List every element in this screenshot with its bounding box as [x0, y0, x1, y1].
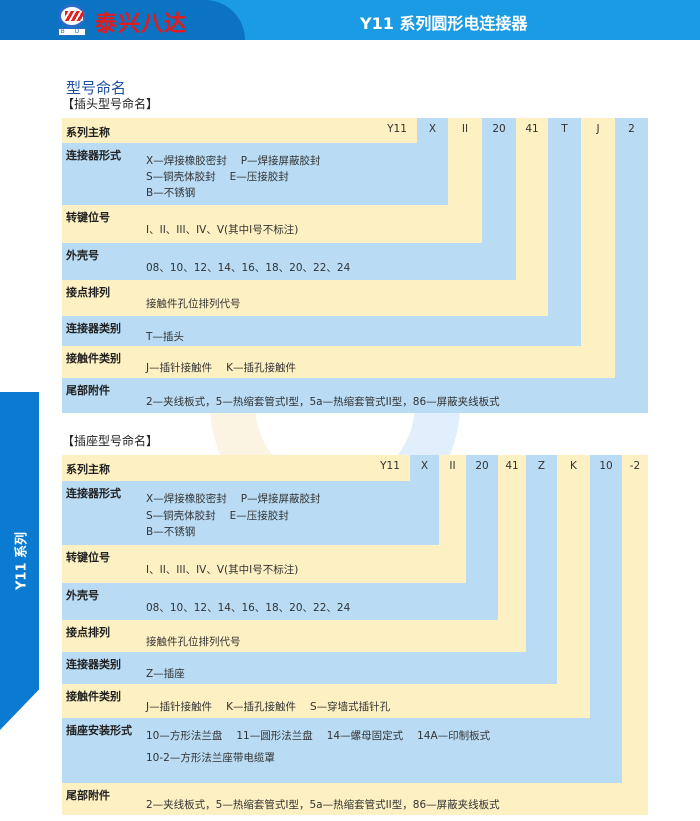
- plug-code: Y11: [387, 123, 407, 135]
- option-text: K—插孔接触件: [226, 701, 296, 713]
- option-text: P—焊接屏蔽胶封: [240, 155, 321, 167]
- plug-row-label: 系列主称: [66, 126, 110, 139]
- option-text: Z—插座: [146, 668, 185, 680]
- option-text: S—铜壳体胶封: [146, 171, 216, 183]
- socket-row-label: 外壳号: [66, 589, 99, 602]
- plug-row-label: 转键位号: [66, 211, 110, 224]
- option-text: B—不锈钢: [146, 526, 196, 539]
- socket-row-label: 接点排列: [66, 626, 110, 639]
- socket-code: K: [570, 460, 577, 472]
- plug-code: T: [561, 123, 568, 135]
- brand-name: 泰兴八达: [95, 12, 188, 37]
- option-text: 2—夹线板式，5—热缩套管式I型，5a—热缩套管式II型，86—屏蔽夹线板式: [146, 799, 500, 811]
- option-text: E—压接胶封: [229, 171, 289, 183]
- plug-row-label: 外壳号: [66, 249, 99, 262]
- plug-band-0: [62, 118, 417, 143]
- option-text: 08、10、12、14、16、18、20、22、24: [146, 261, 351, 274]
- header-bar: B D 泰兴八达 Y11 系列圆形电连接器: [0, 0, 700, 40]
- option-text: K—插孔接触件: [226, 362, 296, 374]
- plug-code: 41: [525, 123, 539, 135]
- option-text: S—铜壳体胶封: [146, 509, 216, 522]
- plug-title: 【插头型号命名】: [62, 97, 159, 111]
- side-tab-label: Y11 系列: [14, 531, 29, 591]
- option-text: 2—夹线板式，5—热缩套管式I型，5a—热缩套管式II型，86—屏蔽夹线板式: [146, 395, 500, 408]
- option-text: I、II、III、IV、V(其中I号不标注): [146, 564, 299, 576]
- plug-row-text: J—插针接触件 K—插孔接触件: [146, 360, 310, 375]
- option-text: J—插针接触件: [146, 362, 213, 374]
- option-text: I、II、III、IV、V(其中I号不标注): [146, 224, 299, 236]
- option-text: B—不锈钢: [146, 187, 196, 199]
- plug-code: X: [428, 123, 437, 135]
- socket-row-text: 10—方形法兰盘 11—圆形法兰盘 14—螺母固定式 14A—印制板式: [146, 728, 504, 743]
- option-text: J—插针接触件: [146, 701, 213, 713]
- logo-text: B D: [58, 28, 86, 36]
- socket-row-text: X—焊接橡胶密封 P—焊接屏蔽胶封: [146, 491, 335, 506]
- plug-row-label: 连接器形式: [66, 149, 121, 162]
- option-text: 14—螺母固定式: [326, 730, 404, 742]
- socket-row-label: 连接器形式: [66, 487, 121, 500]
- side-tab: Y11 系列: [0, 392, 39, 730]
- plug-code: J: [596, 123, 600, 135]
- socket-code: -2: [629, 460, 641, 472]
- section-title: 型号命名: [66, 79, 127, 97]
- option-text: 08、10、12、14、16、18、20、22、24: [146, 601, 351, 614]
- socket-row-text: 2—夹线板式，5—热缩套管式I型，5a—热缩套管式II型，86—屏蔽夹线板式: [146, 797, 514, 812]
- plug-row-text: B—不锈钢: [146, 185, 209, 200]
- socket-code: II: [449, 460, 456, 472]
- socket-row-text: S—铜壳体胶封 E—压接胶封: [146, 508, 303, 523]
- plug-row-label: 接触件类别: [66, 352, 121, 365]
- socket-row-text: J—插针接触件 K—插孔接触件 S—穿墙式插针孔: [146, 699, 404, 714]
- plug-code: 2: [628, 123, 635, 135]
- socket-row-text: 10-2—方形法兰座带电缆罩: [146, 750, 289, 765]
- option-text: S—穿墙式插针孔: [310, 701, 391, 713]
- socket-row-text: I、II、III、IV、V(其中I号不标注): [146, 562, 312, 577]
- socket-code: 20: [475, 460, 489, 472]
- plug-row-text: S—铜壳体胶封 E—压接胶封: [146, 169, 303, 184]
- socket-row-text: B—不锈钢: [146, 524, 209, 539]
- plug-row-label: 接点排列: [66, 286, 110, 299]
- option-text: 10—方形法兰盘: [146, 730, 223, 742]
- socket-row-label: 接触件类别: [66, 690, 121, 703]
- plug-row-label: 尾部附件: [66, 384, 110, 397]
- option-text: P—焊接屏蔽胶封: [240, 493, 321, 505]
- plug-row-text: X—焊接橡胶密封 P—焊接屏蔽胶封: [146, 153, 335, 168]
- socket-row-label: 尾部附件: [66, 789, 110, 802]
- option-text: 接触件孔位排列代号: [146, 636, 241, 648]
- option-text: 11—圆形法兰盘: [236, 730, 313, 742]
- plug-row-text: 08、10、12、14、16、18、20、22、24: [146, 260, 364, 275]
- option-text: 接触件孔位排列代号: [146, 298, 241, 310]
- plug-row-label: 连接器类别: [66, 322, 121, 335]
- option-text: X—焊接橡胶密封: [146, 155, 227, 167]
- socket-row-text: Z—插座: [146, 666, 199, 681]
- socket-title: 【插座型号命名】: [62, 434, 159, 448]
- option-text: E—压接胶封: [229, 509, 289, 522]
- option-text: 14A—印制板式: [417, 730, 491, 742]
- socket-row-label: 转键位号: [66, 551, 110, 564]
- socket-code: Y11: [380, 460, 400, 472]
- plug-code: II: [461, 123, 469, 135]
- socket-row-label: 系列主称: [66, 463, 110, 476]
- plug-code: 20: [492, 123, 506, 135]
- plug-row-text: T—插头: [146, 329, 198, 344]
- option-text: 10-2—方形法兰座带电缆罩: [146, 752, 275, 764]
- header-brand-area: [0, 0, 245, 40]
- socket-code: 10: [599, 460, 613, 472]
- socket-row-text: 08、10、12、14、16、18、20、22、24: [146, 600, 364, 615]
- socket-code: Z: [537, 460, 546, 472]
- option-text: X—焊接橡胶密封: [146, 493, 227, 505]
- socket-code: 41: [505, 460, 519, 472]
- socket-row-label: 插座安装形式: [66, 724, 132, 737]
- option-text: T—插头: [146, 331, 184, 343]
- plug-row-text: 接触件孔位排列代号: [146, 296, 255, 311]
- plug-row-text: 2—夹线板式，5—热缩套管式I型，5a—热缩套管式II型，86—屏蔽夹线板式: [146, 394, 514, 409]
- plug-row-text: I、II、III、IV、V(其中I号不标注): [146, 222, 312, 237]
- socket-row-text: 接触件孔位排列代号: [146, 634, 255, 649]
- socket-band-0: [62, 455, 410, 481]
- page-title: Y11 系列圆形电连接器: [360, 14, 528, 33]
- socket-row-label: 连接器类别: [66, 658, 121, 671]
- socket-code: X: [420, 460, 429, 472]
- logo-icon: [58, 4, 86, 28]
